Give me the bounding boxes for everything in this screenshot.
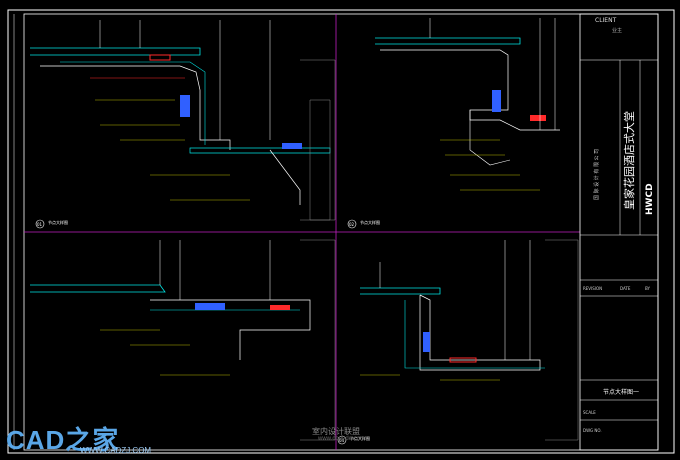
client-label: CLIENT: [595, 17, 617, 24]
title-block-frame: [579, 13, 659, 451]
detail-04-id: 04: [339, 438, 345, 443]
detail-01[interactable]: 01 节点大样图: [30, 20, 331, 229]
detail-02-label: 节点大样图: [360, 219, 380, 225]
by-label: BY: [645, 286, 651, 291]
client-sub: 业主: [612, 27, 622, 34]
company-name: HWCD: [645, 183, 655, 215]
drawing-title: 节点大样图一: [603, 388, 639, 396]
detail-04-label: 节点大样图: [350, 435, 370, 441]
center-watermark: 室内设计联盟: [312, 427, 360, 436]
scale-label: SCALE: [583, 410, 596, 415]
date-label: DATE: [620, 286, 631, 291]
detail-02[interactable]: 02 节点大样图: [300, 18, 560, 229]
revision-label: REVISION: [583, 286, 602, 291]
company-sub: 国 际 设 计 有 限 公 司: [593, 149, 600, 200]
project-name: 皇家花园酒店式大堂: [622, 111, 636, 210]
detail-03[interactable]: [30, 239, 336, 441]
center-watermark-url: www.cool-de.com: [318, 436, 366, 442]
cadzj-logo: CAD之家: [6, 425, 120, 455]
detail-04[interactable]: 04 节点大样图: [337, 239, 579, 445]
detail-02-id: 02: [349, 222, 355, 227]
outer-frame: [7, 9, 675, 454]
cadzj-url: WWW.CADZJ.COM: [80, 446, 152, 455]
detail-01-label: 节点大样图: [48, 219, 68, 225]
detail-01-id: 01: [37, 222, 43, 227]
dwg-no-label: DWG NO.: [583, 428, 602, 433]
